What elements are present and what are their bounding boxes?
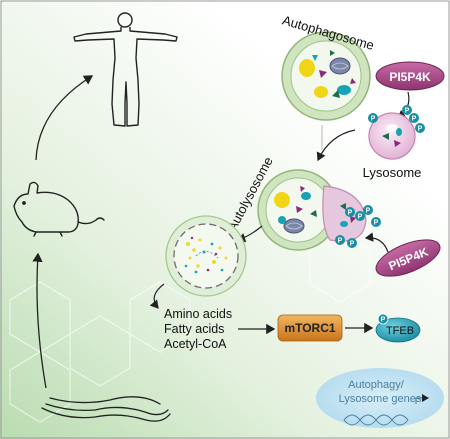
product-acetyl-coa: Acetyl-CoA xyxy=(164,337,227,351)
lysosome xyxy=(368,112,416,160)
arrow-worm-to-mouse xyxy=(32,252,47,389)
svg-text:P: P xyxy=(350,241,355,248)
dna-helix-strand-b xyxy=(343,414,409,426)
arrow-mouse-to-human xyxy=(35,75,94,161)
product-fatty-acids: Fatty acids xyxy=(164,322,224,336)
mtorc1-label: mTORC1 xyxy=(284,321,335,335)
svg-text:P: P xyxy=(371,116,376,123)
genes-label-line1: Autophagy/ xyxy=(348,379,405,391)
autophagosome xyxy=(281,31,371,121)
svg-text:P: P xyxy=(374,220,379,227)
tfeb-phosphate: P xyxy=(381,317,386,324)
degraded-autolysosome xyxy=(165,215,247,297)
svg-text:P: P xyxy=(405,108,410,115)
svg-text:P: P xyxy=(348,210,353,217)
genes-label-line2: Lysosome genes xyxy=(339,393,422,405)
svg-text:P: P xyxy=(412,116,417,123)
svg-text:P: P xyxy=(366,208,371,215)
product-amino-acids: Amino acids xyxy=(164,307,232,321)
mouse-icon xyxy=(13,181,105,237)
worm-icon xyxy=(41,396,171,422)
transcription-arrow xyxy=(415,394,429,404)
autophagosome-cargo xyxy=(299,50,356,98)
pi5p4k-enzyme-top: PI5P4K xyxy=(375,61,445,91)
tfeb-factor: P TFEB xyxy=(375,313,421,343)
autolysosome-phosphates: P P P P P P xyxy=(335,205,381,248)
lysosome-phosphates: P P P P xyxy=(368,105,425,133)
lysosome-label: Lysosome xyxy=(363,165,422,180)
metabolite-products: Amino acids Fatty acids Acetyl-CoA xyxy=(164,307,232,351)
fusion-arrow xyxy=(316,129,356,162)
mtorc1-complex: mTORC1 xyxy=(277,314,343,342)
svg-text:P: P xyxy=(418,126,423,133)
arrow-to-products xyxy=(149,283,165,309)
tfeb-label: TFEB xyxy=(386,325,414,337)
svg-text:P: P xyxy=(358,214,363,221)
background-hexagons xyxy=(9,171,371,423)
pi5p4k-bottom-arrow xyxy=(364,232,389,253)
pi5p4k-top-label: PI5P4K xyxy=(389,70,431,84)
autophagy-lysosome-genes: Autophagy/ Lysosome genes xyxy=(316,368,444,428)
svg-text:P: P xyxy=(338,238,343,245)
human-icon xyxy=(73,12,178,127)
autolysosome xyxy=(257,169,367,251)
